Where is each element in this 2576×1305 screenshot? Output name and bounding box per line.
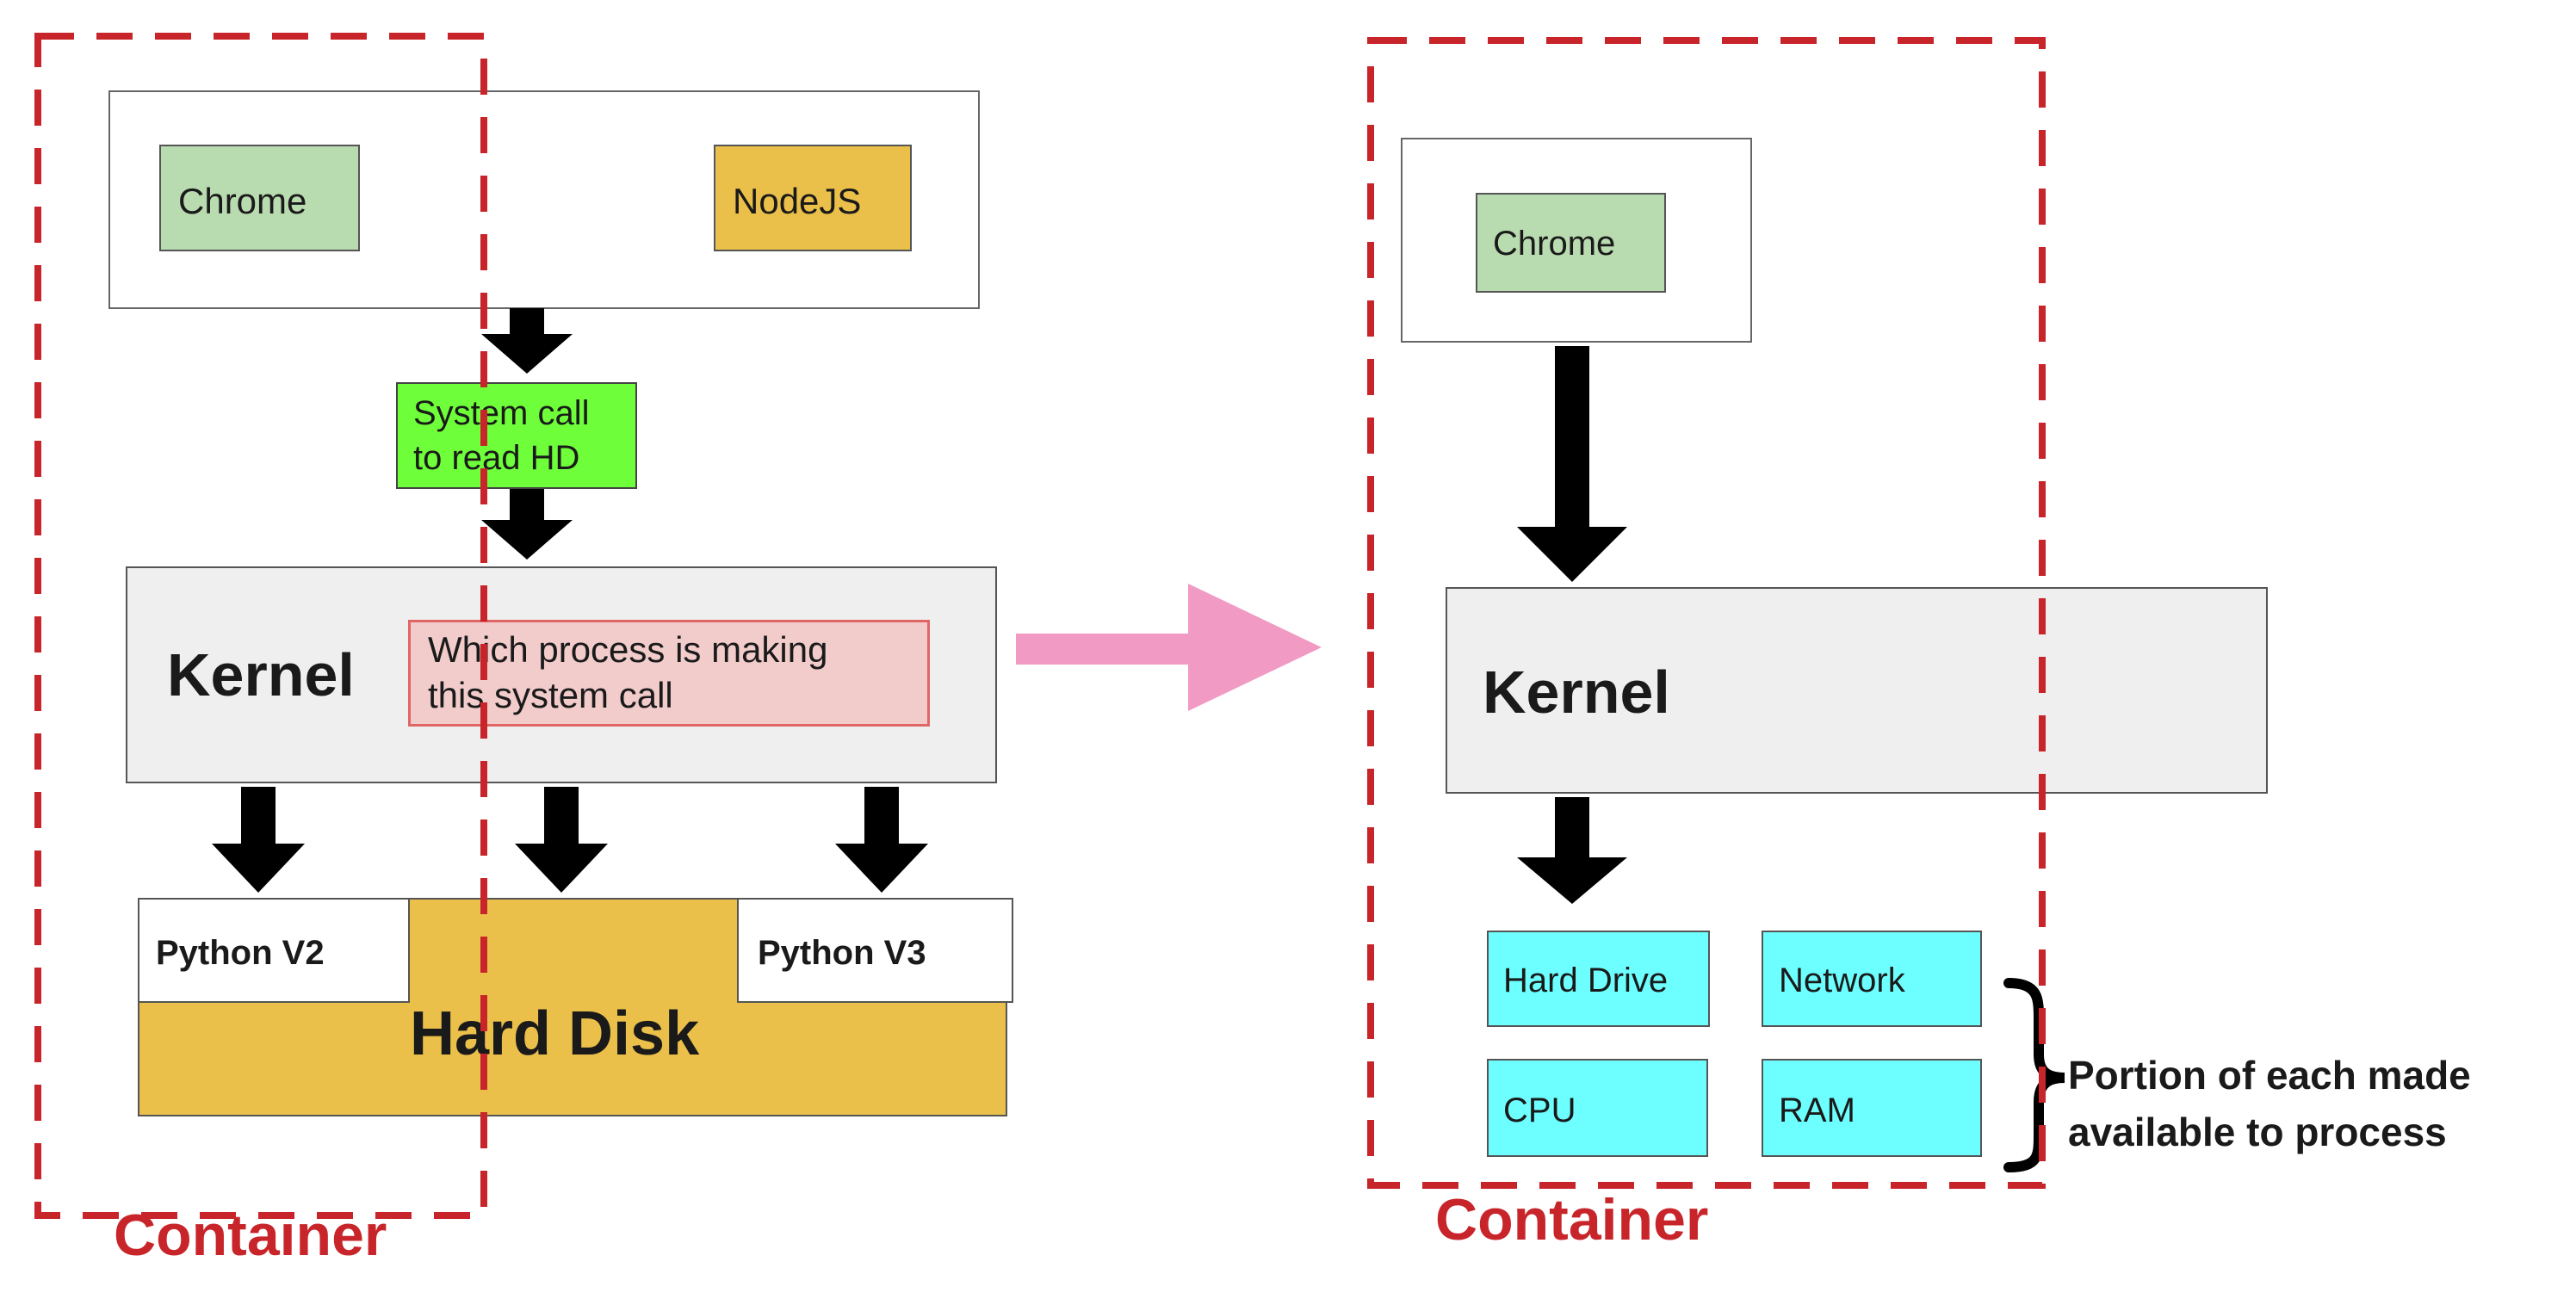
syscall-label-line1: System call: [413, 394, 590, 432]
network-resource: [1762, 931, 1982, 1027]
left-container-outline: [34, 33, 487, 1219]
hard-drive-label: Hard Drive: [1503, 962, 1669, 999]
kernel-question-box: [408, 620, 930, 727]
python-v3-box: [737, 898, 1013, 1003]
cpu-label: CPU: [1503, 1092, 1576, 1129]
left-nodejs-label: NodeJS: [733, 181, 862, 221]
left-nodejs-box: [714, 145, 912, 251]
resources-curly-brace: [2003, 978, 2065, 1172]
right-kernel-box: [1446, 587, 2268, 794]
hard-drive-resource: [1487, 931, 1710, 1027]
arrow-right-chrome-to-kernel: [1517, 346, 1627, 582]
python-v2-box: [138, 898, 410, 1003]
python-v3-label: Python V3: [758, 934, 926, 972]
network-label: Network: [1779, 962, 1905, 999]
left-chrome-box: [159, 145, 360, 251]
brace-note-line2: available to process: [2068, 1110, 2447, 1154]
cpu-resource: [1487, 1059, 1708, 1157]
ram-label: RAM: [1779, 1092, 1855, 1129]
arrow-kernel-to-hard-disk: [515, 787, 608, 893]
syscall-box: [396, 382, 637, 489]
right-container-label: Container: [1435, 1187, 1709, 1252]
arrow-kernel-to-python-v2: [212, 787, 305, 893]
arrow-syscall-to-kernel: [481, 489, 573, 560]
ram-resource: [1762, 1059, 1982, 1157]
left-kernel-label: Kernel: [167, 641, 355, 708]
right-container-outline: [1367, 37, 2046, 1189]
arrow-apps-to-syscall: [481, 308, 573, 374]
hard-disk-label: Hard Disk: [410, 999, 700, 1068]
right-kernel-label: Kernel: [1483, 659, 1670, 726]
kernel-question-line2: this system call: [428, 675, 673, 715]
kernel-question-line1: Which process is making: [428, 629, 828, 670]
left-chrome-label: Chrome: [178, 181, 307, 221]
python-v2-label: Python V2: [156, 934, 325, 972]
arrow-right-kernel-to-resources: [1517, 797, 1627, 904]
arrow-kernel-to-python-v3: [835, 787, 928, 893]
syscall-label-line2: to read HD: [413, 439, 580, 477]
right-chrome-label: Chrome: [1493, 225, 1616, 263]
right-chrome-box: [1476, 193, 1666, 293]
transition-arrow: [1016, 584, 1322, 711]
brace-note-line1: Portion of each made: [2068, 1053, 2471, 1098]
